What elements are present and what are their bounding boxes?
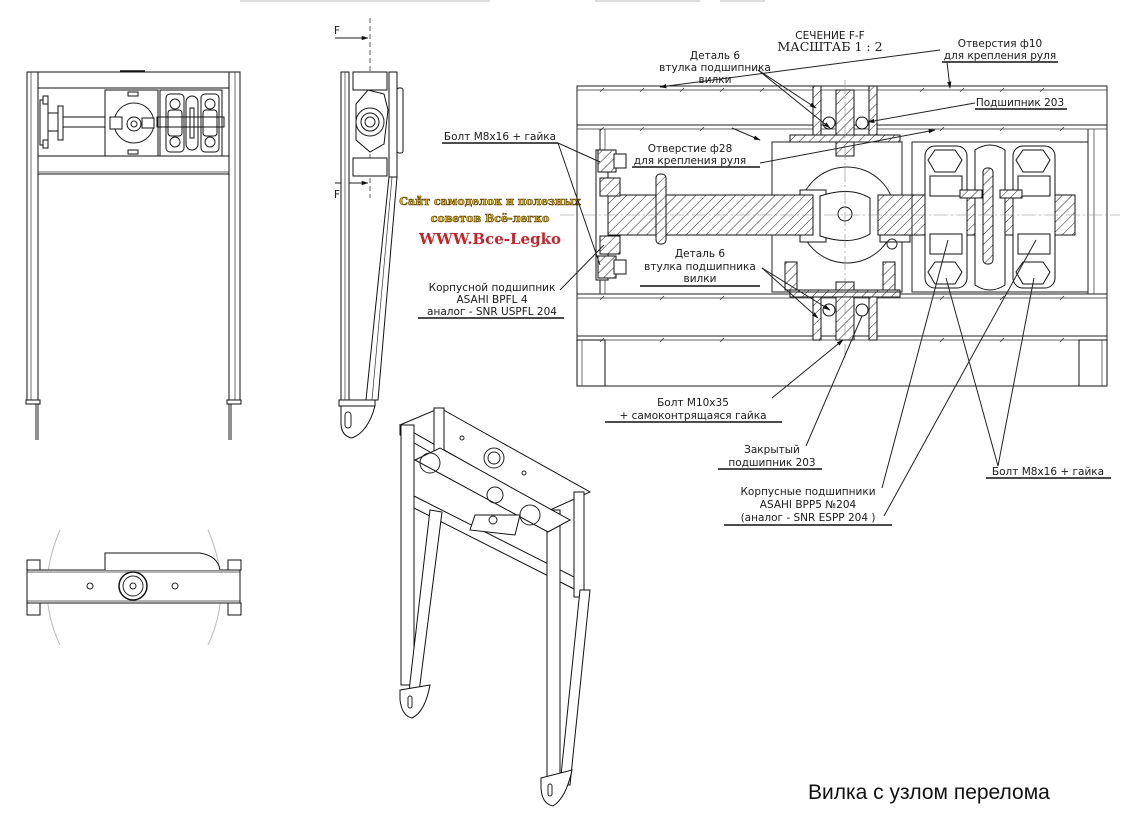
svg-text:Деталь 6: Деталь 6 [690, 50, 740, 62]
drawing-caption: Вилка с узлом перелома [808, 781, 1050, 804]
svg-text:Болт М10х35: Болт М10х35 [657, 397, 729, 409]
callout-holes-d10: Отверстия ф10 для крепления руля [659, 38, 1058, 89]
svg-text:Болт М8х16 + гайка: Болт М8х16 + гайка [444, 131, 556, 143]
callout-housing-bearings: Корпусные подшипники ASAHI BPP5 №204 (ан… [724, 239, 1037, 526]
callout-hole-d28: Отверстие ф28 для крепления руля [632, 127, 936, 168]
svg-text:вилки: вилки [684, 273, 717, 285]
side-view: F F [334, 18, 404, 439]
svg-text:Корпусной подшипник: Корпусной подшипник [429, 282, 556, 294]
section-f-f: СЕЧЕНИЕ F-F МАСШТАБ 1 : 2 [560, 30, 1120, 387]
section-scale: МАСШТАБ 1 : 2 [777, 39, 882, 54]
callout-bearing-203: Подшипник 203 [867, 97, 1067, 123]
section-marker-top: F [334, 25, 340, 37]
front-view [25, 70, 242, 440]
watermark-line1: Сайт самоделок и полезных [399, 195, 581, 208]
svg-text:подшипник 203: подшипник 203 [728, 457, 815, 469]
isometric-view [398, 407, 592, 807]
callout-closed-bearing: Закрытый подшипник 203 [718, 315, 863, 470]
svg-text:(аналог - SNR ESPP 204 ): (аналог - SNR ESPP 204 ) [741, 512, 876, 524]
callout-bolt-m8-right: Болт М8х16 + гайка [945, 277, 1111, 479]
watermark-line2: советов Всё-легко [431, 212, 550, 225]
svg-text:Отверстие ф28: Отверстие ф28 [648, 143, 733, 155]
svg-text:втулка подшипника: втулка подшипника [659, 62, 771, 74]
svg-text:Корпусные подшипники: Корпусные подшипники [740, 486, 875, 498]
section-title: СЕЧЕНИЕ F-F [795, 30, 864, 42]
callout-detail6-top: Деталь 6 втулка подшипника вилки [659, 50, 831, 129]
callout-detail6-bottom: Деталь 6 втулка подшипника вилки [640, 248, 831, 319]
svg-text:Деталь 6: Деталь 6 [675, 248, 725, 260]
svg-text:втулка подшипника: втулка подшипника [644, 261, 756, 273]
watermark: Сайт самоделок и полезных советов Всё-ле… [399, 195, 581, 248]
top-view [26, 529, 242, 646]
callout-bolt-m10: Болт М10х35 + самоконтрящаяся гайка [605, 339, 844, 423]
svg-text:+ самоконтрящаяся гайка: + самоконтрящаяся гайка [619, 410, 766, 422]
section-marker-bottom: F [334, 189, 340, 201]
callout-housing-bearing: Корпусной подшипник ASAHI BPFL 4 аналог … [418, 244, 605, 319]
svg-text:для крепления руля: для крепления руля [944, 50, 1056, 62]
watermark-url: WWW.Bce-Legko [418, 230, 561, 248]
svg-text:для крепления руля: для крепления руля [634, 155, 746, 167]
svg-text:Болт М8х16 + гайка: Болт М8х16 + гайка [992, 466, 1104, 478]
svg-text:ASAHI BPFL 4: ASAHI BPFL 4 [457, 294, 528, 306]
svg-text:аналог - SNR USPFL 204: аналог - SNR USPFL 204 [427, 306, 557, 318]
svg-text:Отверстия ф10: Отверстия ф10 [958, 38, 1042, 50]
svg-text:ASAHI BPP5 №204: ASAHI BPP5 №204 [760, 499, 857, 511]
svg-text:Закрытый: Закрытый [744, 444, 800, 456]
callouts: Деталь 6 втулка подшипника вилки Отверст… [418, 38, 1111, 526]
callout-bolt-m8-left: Болт М8х16 + гайка [442, 131, 601, 266]
svg-text:Подшипник 203: Подшипник 203 [976, 97, 1064, 109]
